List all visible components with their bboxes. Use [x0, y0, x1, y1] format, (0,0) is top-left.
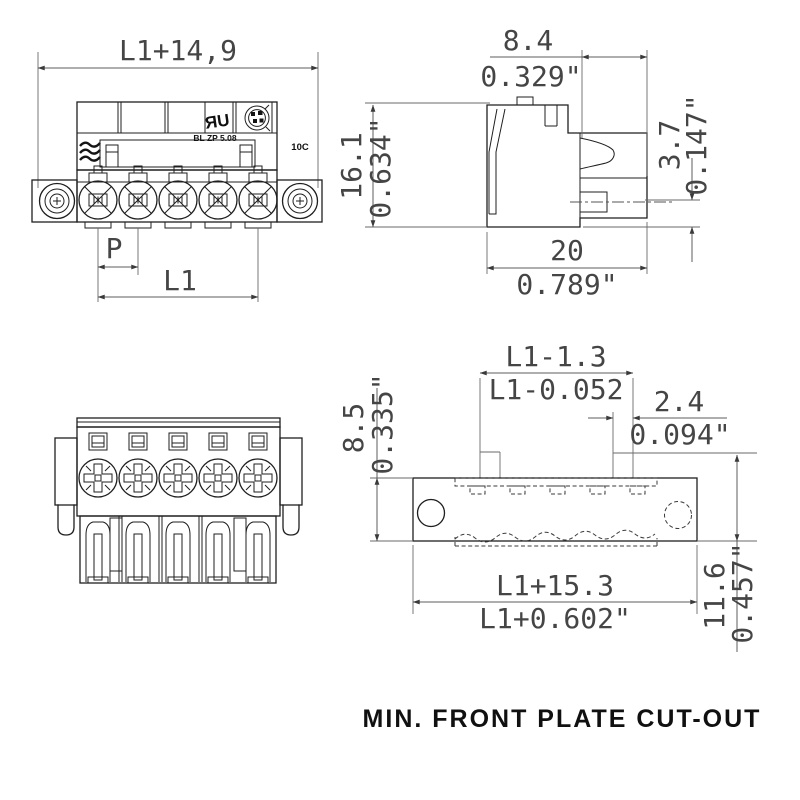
cutout-view: L1-1.3 L1-0.052 2.4 0.094" 8.5 0.335" L1…: [337, 340, 759, 652]
flange-right: [276, 179, 323, 223]
dim-total-height-in: 0.457": [726, 542, 759, 643]
dim-corner-offset: 2.4 0.094": [588, 385, 731, 451]
dim-rear-depth-mm: 8.4: [503, 24, 554, 57]
front-view: L1+14,9 ЯU: [31, 34, 323, 302]
phillips-screw-3: [158, 458, 198, 498]
dim-top-width: L1-1.3 L1-0.052: [479, 340, 634, 406]
screw-terminal-3: [158, 165, 198, 220]
dim-span-label: L1: [163, 264, 197, 297]
dim-bottom-width: L1+15.3 L1+0.602": [412, 545, 698, 635]
dim-overall-width-label: L1+14,9: [119, 34, 237, 67]
side-silhouette: [486, 96, 672, 228]
dim-plate-height-in: 0.335": [366, 373, 399, 474]
dim-corner-offset-in: 0.094": [629, 418, 730, 451]
hidden-castellation: [454, 477, 658, 495]
dim-pin-offset-mm: 3.7: [653, 120, 686, 171]
cutout-connector-outline: [479, 378, 757, 478]
front-plate: [412, 477, 698, 547]
dim-rear-depth-in: 0.329": [480, 60, 581, 93]
dim-rear-depth: 8.4 0.329": [480, 24, 648, 176]
hidden-scallop: [454, 529, 658, 547]
side-view: 8.4 0.329" 16.1 0.634" 3.7 0.147" 20 0.7…: [335, 24, 713, 301]
screw-terminal-1: [78, 165, 118, 220]
dim-total-depth-in: 0.789": [516, 268, 617, 301]
dim-total-depth: 20 0.789": [486, 222, 648, 301]
mounting-hole-right: [664, 501, 692, 529]
screw-terminal-5: [238, 165, 278, 220]
dim-corner-offset-mm: 2.4: [654, 385, 705, 418]
dim-top-width-mm: L1-1.3: [505, 340, 606, 373]
product-marking-label: BL ZP 5.08: [193, 133, 236, 143]
flange-left: [31, 179, 78, 223]
screw-terminal-4: [198, 165, 238, 220]
dim-span: L1: [97, 264, 259, 300]
phillips-screw-2: [118, 458, 158, 498]
dim-pin-offset-in: 0.147": [680, 94, 713, 195]
dim-height-in: 0.634": [364, 117, 397, 218]
mold-code-label: 10C: [291, 142, 309, 153]
screw-terminal-2: [118, 165, 158, 220]
plug-flange-right: [279, 437, 303, 536]
plug-skirt: [79, 515, 277, 584]
certification-mark-icon: [244, 104, 271, 132]
dim-total-depth-mm: 20: [550, 234, 584, 267]
dim-bottom-width-in: L1+0.602": [479, 602, 631, 635]
wire-ports: [88, 432, 268, 451]
drawing-caption: MIN. FRONT PLATE CUT-OUT: [363, 705, 762, 733]
phillips-screw-5: [238, 458, 278, 498]
dim-pitch: P: [97, 228, 259, 302]
mounting-hole-left: [416, 498, 446, 528]
dim-top-width-in: L1-0.052: [489, 373, 624, 406]
dim-total-height: 11.6 0.457": [697, 454, 759, 652]
dim-plate-height: 8.5 0.335": [337, 373, 413, 542]
phillips-screw-4: [198, 458, 238, 498]
dim-plate-height-mm: 8.5: [337, 403, 370, 454]
dim-overall-width: L1+14,9: [37, 34, 319, 188]
dim-pitch-label: P: [106, 232, 123, 265]
dim-height-mm: 16.1: [335, 132, 368, 199]
ul-recognized-icon: ЯU: [204, 110, 231, 132]
housing-upper: ЯU BL ZP 5.: [76, 101, 309, 171]
dim-height: 16.1 0.634": [335, 102, 490, 228]
plug-flange-left: [54, 437, 78, 536]
dim-pin-offset: 3.7 0.147": [583, 94, 713, 262]
plug-front-view: [54, 417, 303, 584]
terminal-strip: [76, 165, 278, 229]
dim-total-height-mm: 11.6: [698, 562, 731, 629]
dim-bottom-width-mm: L1+15.3: [496, 569, 614, 602]
phillips-screws: [78, 458, 278, 498]
phillips-screw-1: [78, 458, 118, 498]
weidmueller-logo-icon: [79, 141, 101, 162]
